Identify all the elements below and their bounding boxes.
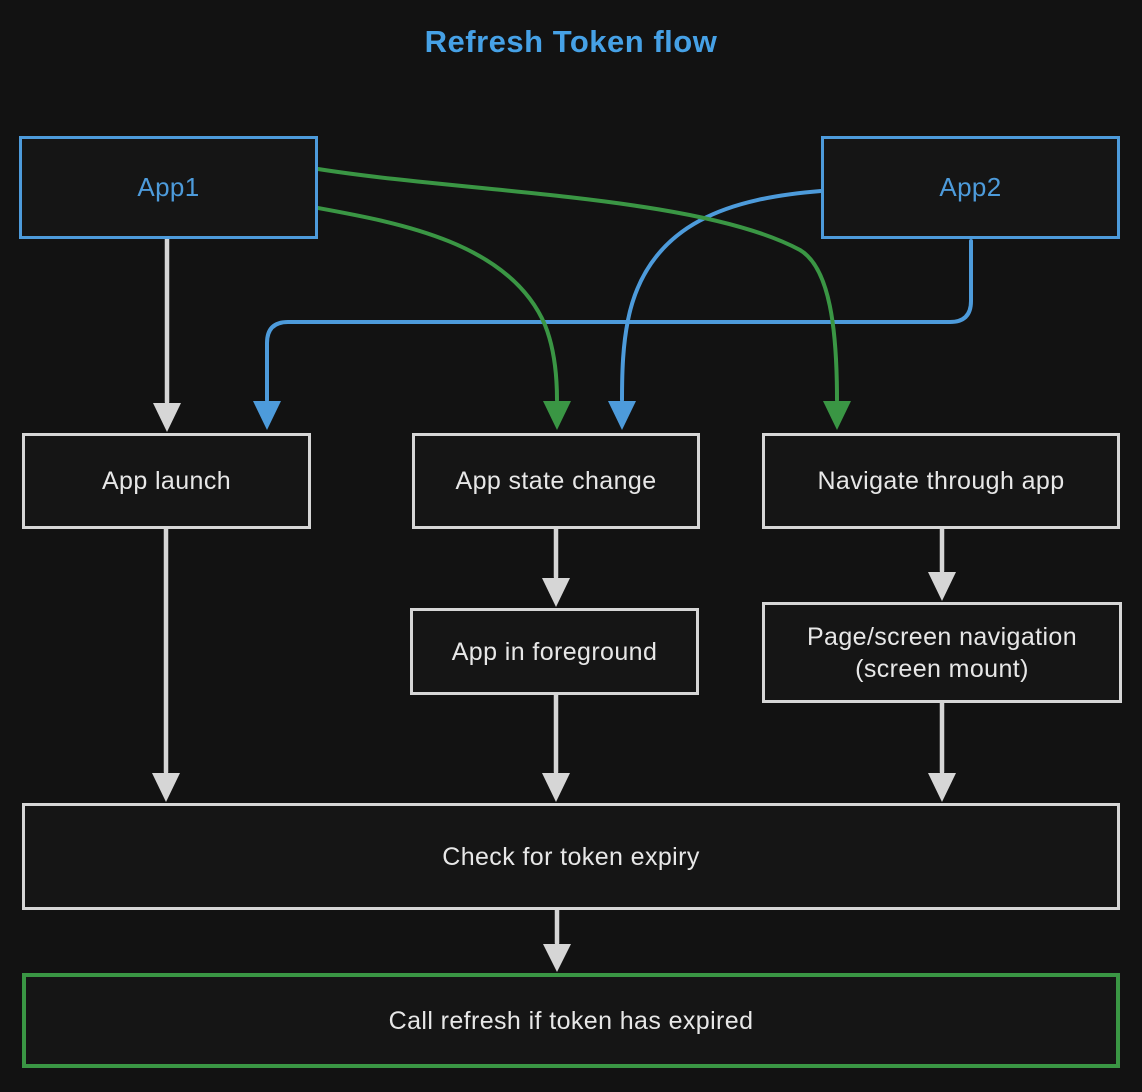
- arrowhead: [543, 401, 571, 430]
- edge-app1-appstate: [316, 206, 559, 402]
- edge-app1-navigate: [316, 167, 839, 402]
- node-navigate-through-app: Navigate through app: [762, 433, 1120, 529]
- gray-arrowheads: [152, 403, 956, 972]
- node-app-in-foreground: App in foreground: [410, 608, 699, 695]
- node-call-refresh-label: Call refresh if token has expired: [388, 1006, 754, 1035]
- node-check-token-expiry-label: Check for token expiry: [442, 842, 700, 871]
- edge-app2-applaunch: [265, 239, 973, 402]
- arrowhead: [153, 403, 181, 432]
- arrowhead: [542, 578, 570, 607]
- node-page-screen-navigation-line2: (screen mount): [855, 654, 1029, 683]
- arrowhead: [152, 773, 180, 802]
- arrowhead: [542, 773, 570, 802]
- node-call-refresh: Call refresh if token has expired: [22, 973, 1120, 1068]
- gray-edges: [163, 236, 945, 946]
- node-check-token-expiry: Check for token expiry: [22, 803, 1120, 910]
- edge-app2-appstate: [620, 189, 823, 402]
- green-arrowheads: [543, 401, 851, 430]
- node-app-state-change: App state change: [412, 433, 700, 529]
- blue-arrowheads: [253, 401, 636, 430]
- node-page-screen-navigation: Page/screen navigation (screen mount): [762, 602, 1122, 703]
- arrowhead: [928, 572, 956, 601]
- node-app-in-foreground-label: App in foreground: [451, 637, 658, 666]
- node-app1-label: App1: [137, 171, 200, 202]
- node-app-launch-label: App launch: [101, 467, 232, 495]
- diagram-title: Refresh Token flow: [424, 24, 718, 59]
- node-app2-label: App2: [939, 171, 1002, 202]
- arrowhead: [543, 944, 571, 972]
- node-app2: App2: [821, 136, 1120, 239]
- node-app1: App1: [19, 136, 318, 239]
- green-edges: [316, 167, 839, 402]
- node-navigate-through-app-label: Navigate through app: [817, 467, 1065, 495]
- node-app-launch: App launch: [22, 433, 311, 529]
- blue-edges: [265, 189, 973, 402]
- arrowhead: [253, 401, 281, 430]
- arrowhead: [928, 773, 956, 802]
- arrowhead: [608, 401, 636, 430]
- arrowhead: [823, 401, 851, 430]
- node-app-state-change-label: App state change: [455, 467, 657, 495]
- node-page-screen-navigation-line1: Page/screen navigation: [806, 622, 1078, 651]
